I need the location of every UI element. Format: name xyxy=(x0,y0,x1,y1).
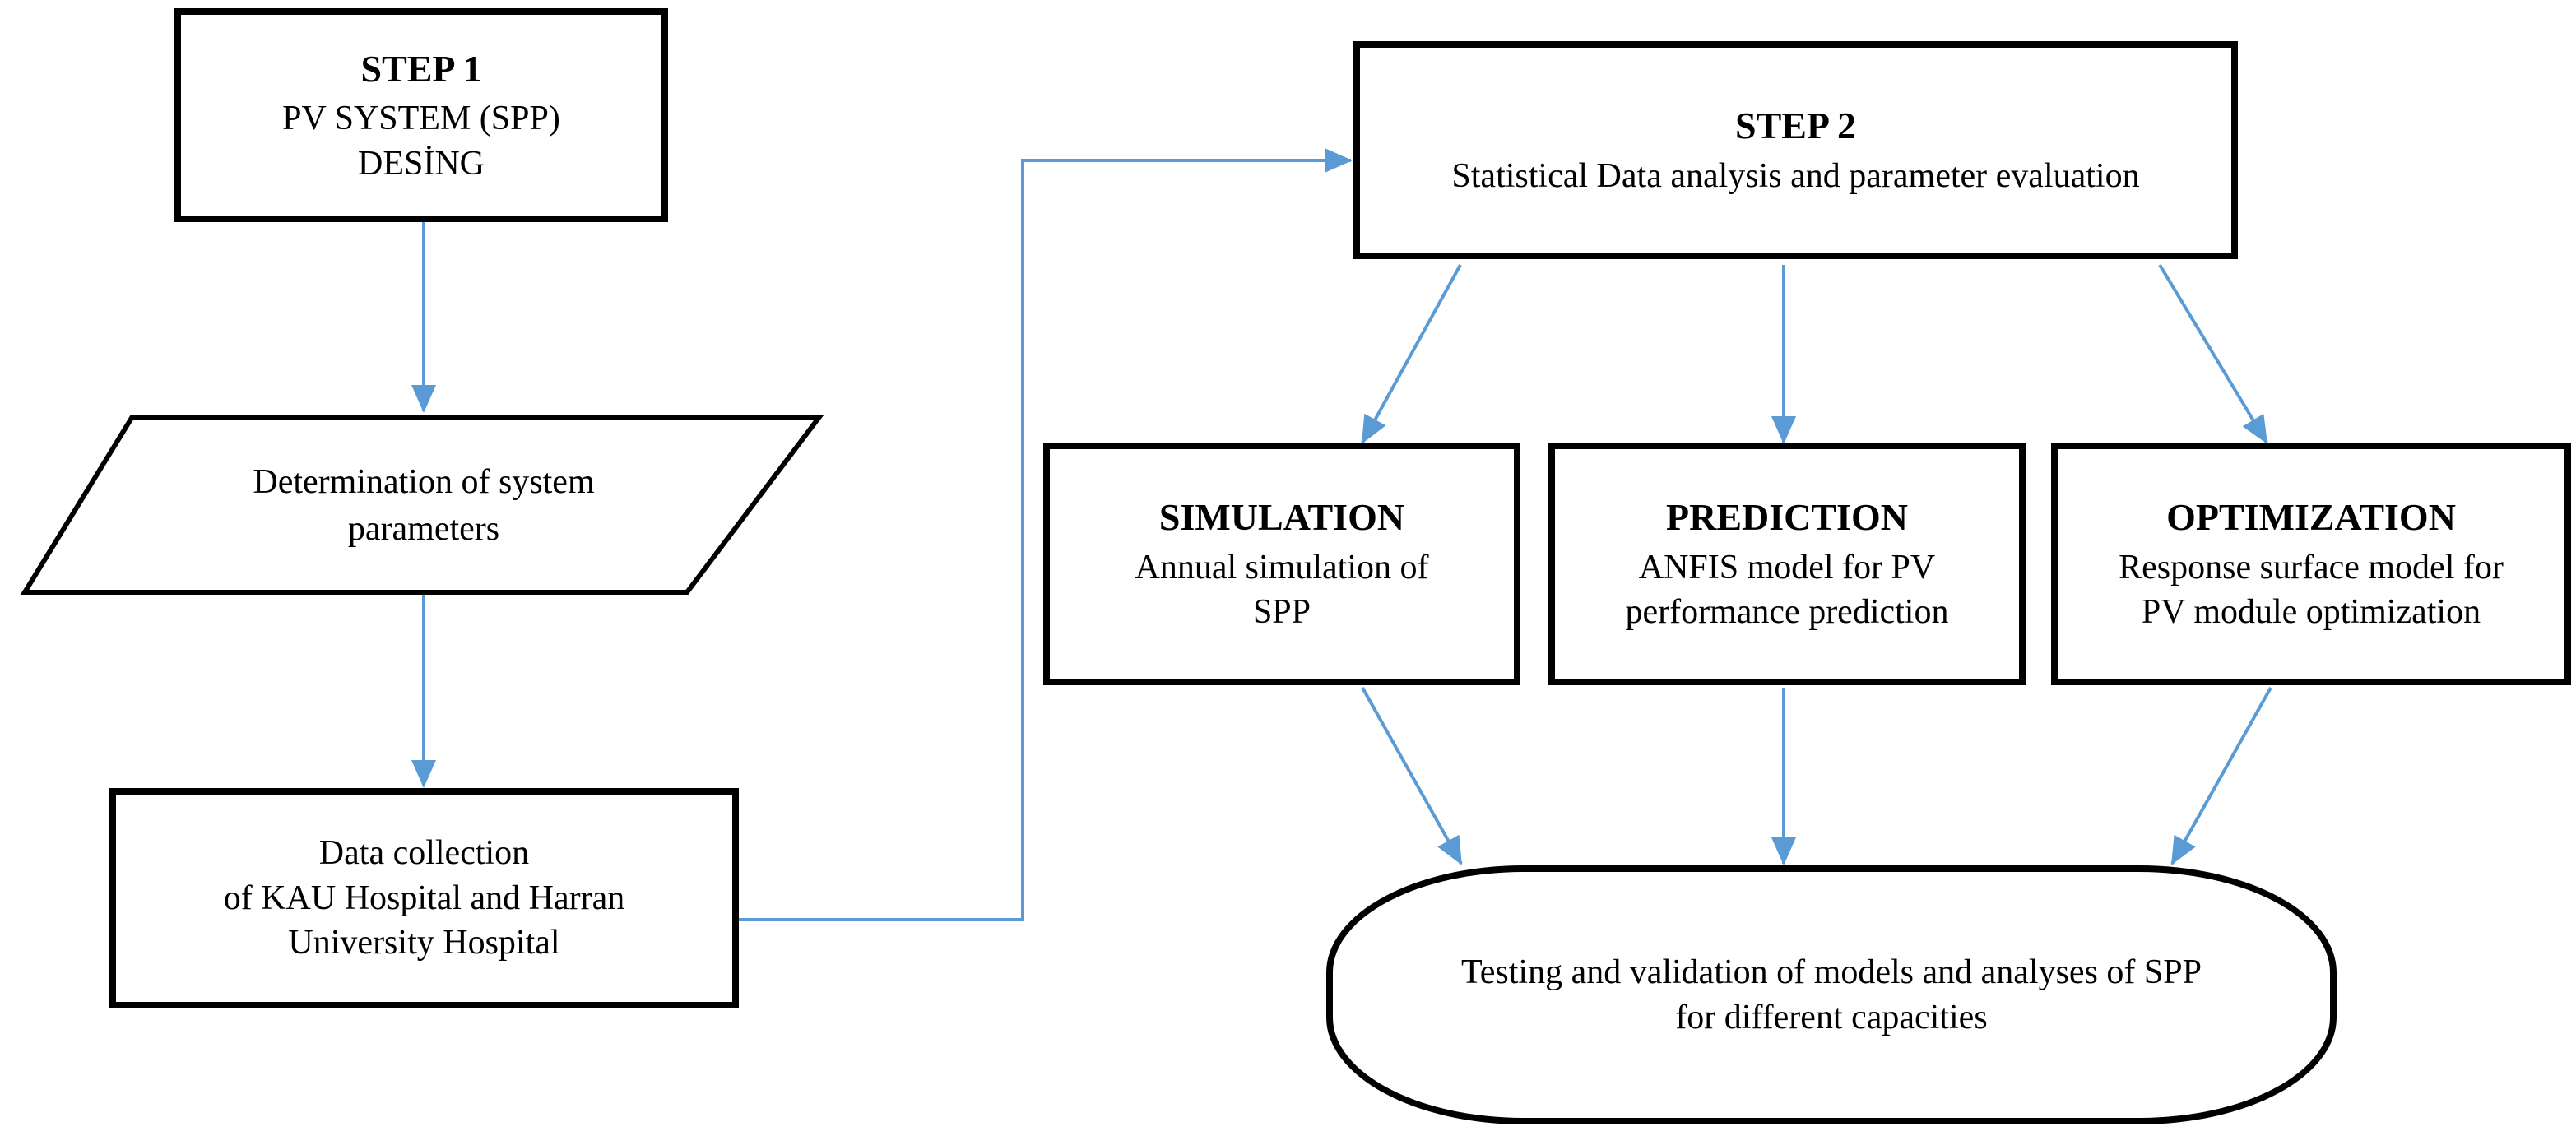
simulation-line-1: Annual simulation of xyxy=(1135,548,1429,587)
step1-line-2: DESİNG xyxy=(358,144,485,183)
determination-line-2: parameters xyxy=(347,510,500,548)
prediction-line-2: performance prediction xyxy=(1625,593,1949,632)
prediction-title: PREDICTION xyxy=(1666,496,1908,538)
determination-line-1: Determination of system xyxy=(253,463,595,502)
optimization-line-2: PV module optimization xyxy=(2141,593,2481,632)
step1-line-1: PV SYSTEM (SPP) xyxy=(282,100,560,138)
optimization-line-1: Response surface model for xyxy=(2119,548,2504,587)
prediction-box: PREDICTION ANFIS model for PV performanc… xyxy=(1548,443,2026,685)
simulation-title: SIMULATION xyxy=(1158,496,1405,538)
step2-line-1: Statistical Data analysis and parameter … xyxy=(1451,157,2140,196)
data-collection-line-1: Data collection xyxy=(318,834,530,873)
determination-parallelogram xyxy=(20,415,824,595)
arrow-step2-to-simulation xyxy=(1361,264,1462,444)
arrow-optimization-to-testing xyxy=(2170,687,2272,865)
optimization-box: OPTIMIZATION Response surface model for … xyxy=(2051,443,2571,685)
determination-label: Determination of system parameters xyxy=(140,428,708,584)
step1-title: STEP 1 xyxy=(360,47,482,90)
testing-line-1: Testing and validation of models and ana… xyxy=(1461,953,2202,991)
step2-box: STEP 2 Statistical Data analysis and par… xyxy=(1353,41,2238,259)
testing-line-2: for different capacities xyxy=(1675,998,1988,1036)
arrow-step2-to-optimization xyxy=(2158,263,2268,444)
simulation-box: SIMULATION Annual simulation of SPP xyxy=(1043,443,1520,685)
arrow-simulation-to-testing xyxy=(1361,687,1463,865)
arrow-datacollection-to-step2 xyxy=(739,148,1353,921)
data-collection-line-2: of KAU Hospital and Harran xyxy=(223,879,625,917)
simulation-line-2: SPP xyxy=(1252,593,1311,632)
data-collection-line-3: University Hospital xyxy=(288,924,560,962)
step2-title: STEP 2 xyxy=(1734,104,1856,147)
testing-terminal: Testing and validation of models and ana… xyxy=(1326,865,2337,1124)
data-collection-box: Data collection of KAU Hospital and Harr… xyxy=(109,788,739,1008)
prediction-line-1: ANFIS model for PV xyxy=(1638,548,1936,587)
step1-box: STEP 1 PV SYSTEM (SPP) DESİNG xyxy=(174,8,668,222)
optimization-title: OPTIMIZATION xyxy=(2166,496,2456,538)
